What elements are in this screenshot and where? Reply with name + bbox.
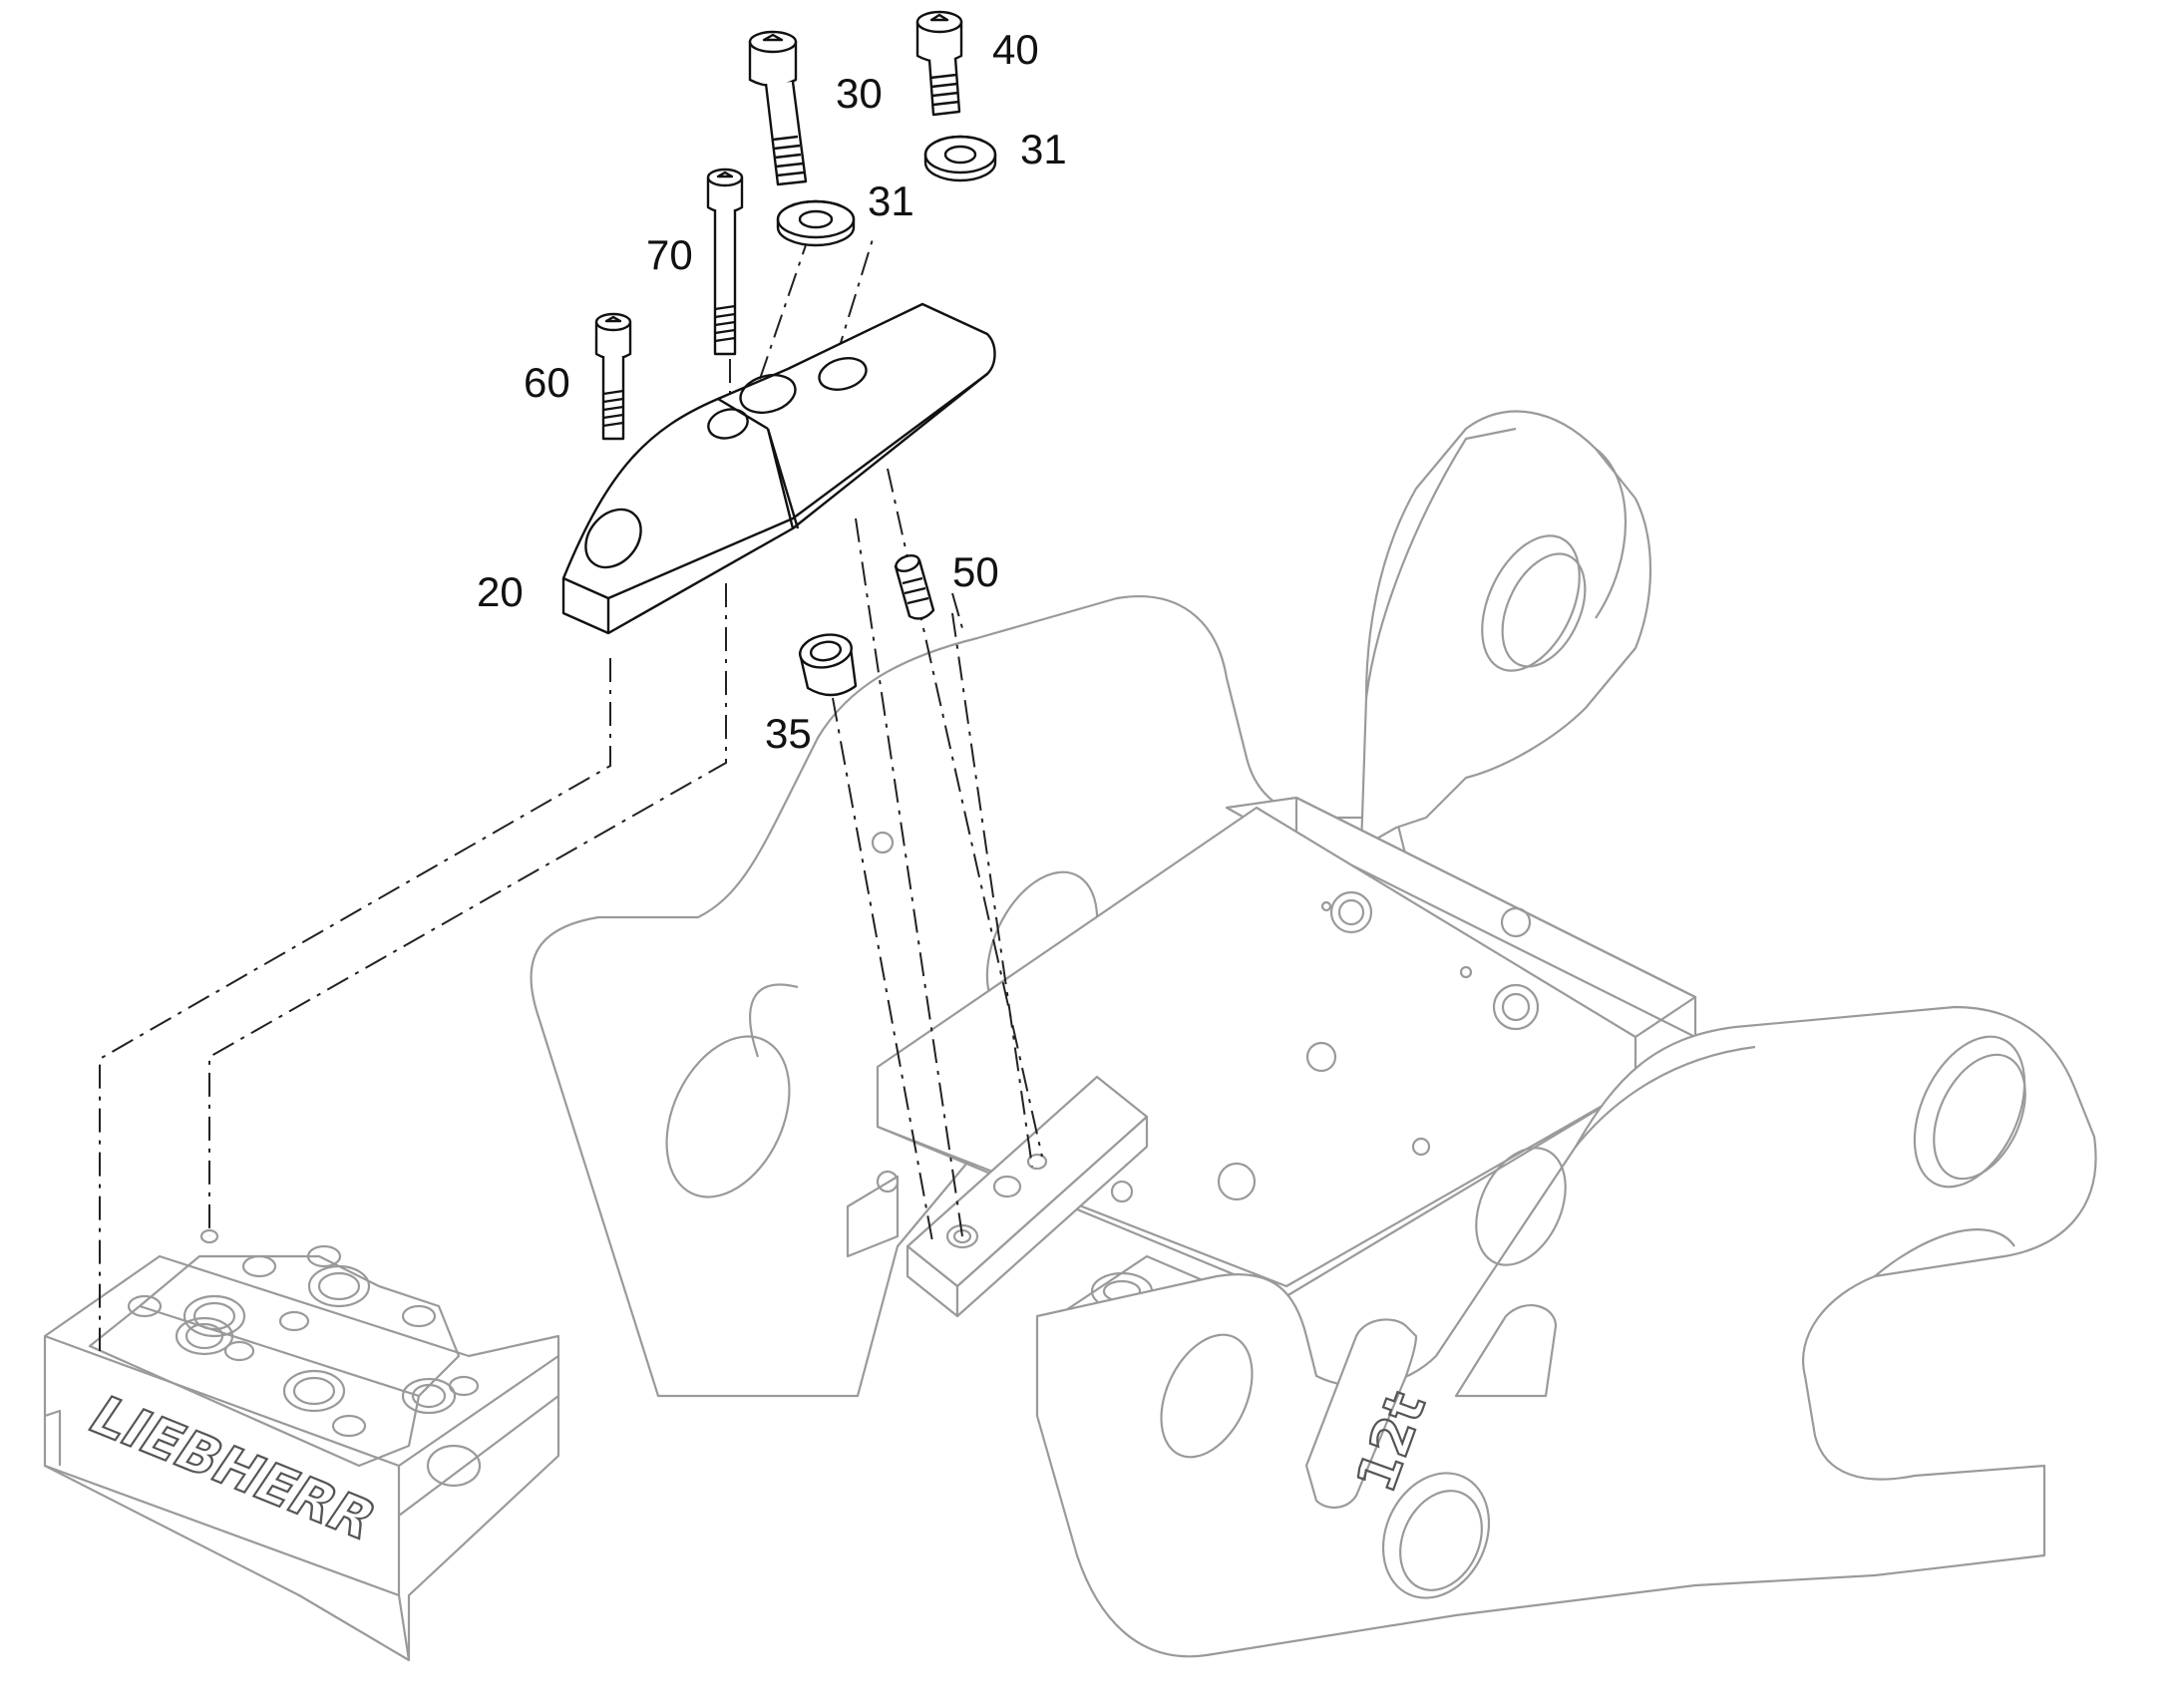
hydraulic-valve-block: LIEBHERR	[43, 1228, 560, 1662]
clamp-bar-part-20	[561, 302, 996, 635]
washer-part-31-left	[776, 199, 856, 247]
callout-labels: 20 30 31 31 35 40 50 60 70	[477, 26, 1067, 757]
bushing-part-35	[798, 633, 858, 697]
washer-part-31-right	[923, 135, 997, 182]
quick-coupler-frame: 12t	[530, 410, 2097, 1658]
cap-screw-part-70	[706, 168, 744, 356]
callout-31-left: 31	[868, 177, 914, 224]
callout-20: 20	[477, 568, 524, 615]
callout-30: 30	[836, 70, 883, 117]
callout-60: 60	[524, 359, 570, 406]
callout-40: 40	[992, 26, 1039, 73]
callout-70: 70	[646, 231, 693, 278]
cap-screw-part-30	[748, 30, 808, 186]
callout-50: 50	[952, 548, 999, 595]
spring-pin-part-50	[894, 554, 935, 620]
cap-screw-part-60	[594, 312, 632, 441]
callout-35: 35	[765, 710, 812, 757]
cap-screw-part-40	[915, 10, 963, 117]
callout-31-right: 31	[1020, 126, 1067, 172]
assembly-guide-lines	[99, 238, 1043, 1351]
